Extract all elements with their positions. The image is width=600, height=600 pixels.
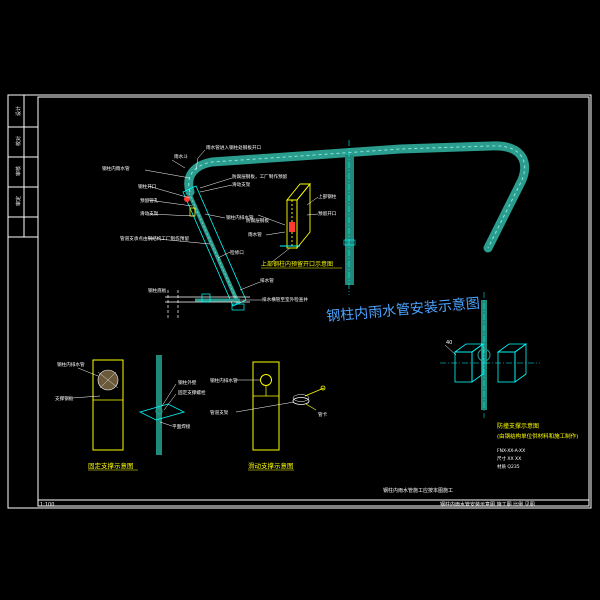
sliding-support-labels: 钢柱内排水管 管卡 管道支架	[210, 377, 328, 418]
roof-rainwater-pipe	[184, 141, 530, 253]
box-support-note-2: 尺寸 XX XX	[497, 455, 521, 462]
label-horizontal: 排水横管至室外检查井	[262, 296, 308, 303]
column-base-detail	[165, 290, 250, 320]
fixed-label-pipe: 钢柱内排水管	[57, 361, 85, 368]
sliding-support-detail	[252, 361, 326, 451]
fixed-support-title: 固定支撑示意图	[88, 461, 134, 470]
sliding-support-column-section	[252, 361, 280, 451]
title-block: 设计 校对 审核 审定 1:100 钢柱内雨水管安装示意图 施工图 比例 见图	[15, 106, 535, 508]
title-block-scale: 1:100	[40, 502, 54, 508]
sliding-support-leaders	[235, 379, 295, 413]
box-support-texts: 防撞支撑示意图 (由钢结构单位供材料和施工制作) FNX-XX-A-XX 尺寸 …	[497, 422, 578, 470]
inclined-steel-column	[182, 185, 247, 307]
fixed-support-detail	[92, 355, 186, 455]
leader-lines	[144, 149, 319, 301]
label-sliding-2: 滑动支架	[140, 210, 159, 217]
steel-column	[345, 155, 354, 285]
sliding-label-clamp: 管卡	[318, 411, 328, 418]
label-drain-pipe: 钢柱内排水管	[226, 214, 254, 221]
box-support-note-3: 材质 Q235	[497, 463, 520, 470]
fixed-support-leaders	[71, 367, 177, 427]
label-reserved-hole: 预留管孔	[140, 197, 159, 204]
label-baseplate: 钢柱底板	[148, 287, 167, 294]
box-support-subtitle: (由钢结构单位供材料和施工制作)	[497, 432, 578, 440]
main-title: 钢柱内雨水管安装示意图	[326, 295, 481, 325]
label-anticorrosion: 防腐层钢板，工厂制作预留	[232, 173, 288, 180]
bottom-note: 钢柱内雨水管施工应按本图施工	[383, 487, 453, 494]
fixed-label-bolt: 固定支撑螺栓	[178, 389, 206, 396]
box-support-detail: 40	[440, 292, 540, 418]
label-sliding-1: 滑动支架	[232, 181, 251, 188]
label-inspection: 检修口	[230, 249, 244, 256]
label-opening: 雨水管进入钢柱处钢板开口	[206, 144, 262, 151]
fixed-label-plate: 支撑钢板	[55, 395, 74, 402]
fixed-label-weld: 平面焊接	[172, 423, 191, 430]
drawing-frame	[7, 94, 592, 509]
top-opening-title: 上部钢柱内预留开口示意图	[261, 260, 333, 268]
label-upper-column: 上部钢柱	[318, 193, 337, 200]
sliding-label-pipe: 钢柱内排水管	[210, 377, 238, 384]
label-inner-pipe: 钢柱内雨水管	[102, 165, 130, 172]
box-support-note-1: FNX-XX-A-XX	[497, 448, 525, 454]
label-steel-plate: 防腐层钢板	[246, 217, 269, 224]
label-rain-pipe: 雨水管	[248, 231, 262, 238]
label-support-point: 管道支承点由钢结构工厂制作预留	[120, 235, 189, 242]
fixed-support-labels: 钢柱内排水管 支撑钢板 钢柱外壁 固定支撑螺栓 平面焊接	[55, 361, 206, 430]
title-block-cell: 审核	[15, 166, 22, 176]
title-block-cell: 审定	[15, 196, 22, 206]
box-support-title: 防撞支撑示意图	[497, 422, 539, 430]
fixed-support-plate	[138, 403, 186, 421]
column-base-mark	[343, 239, 356, 246]
top-opening-detail	[280, 182, 311, 250]
box-support-dim: 40	[446, 340, 452, 346]
fixed-support-column-section	[92, 359, 124, 451]
label-drain: 排水管	[260, 277, 274, 284]
title-block-cell: 校对	[15, 136, 22, 146]
sliding-support-clamp	[292, 397, 310, 405]
title-block-cell: 设计	[15, 106, 22, 116]
title-block-right-note: 钢柱内雨水管安装示意图 施工图 比例 见图	[440, 501, 535, 508]
label-rain-hopper: 雨水斗	[174, 153, 188, 160]
sliding-label-bracket: 管道支架	[210, 409, 229, 416]
label-column-opening: 钢柱开口	[138, 183, 157, 190]
sliding-support-pipe	[260, 374, 272, 386]
fixed-support-pipe-vertical	[156, 355, 162, 455]
main-annotations: 雨水管进入钢柱处钢板开口 雨水斗 钢柱内雨水管 防腐层钢板，工厂制作预留 滑动支…	[102, 144, 337, 303]
label-top-opening: 预留开口	[318, 210, 337, 217]
fixed-label-wall: 钢柱外壁	[178, 379, 197, 386]
sliding-support-title: 滑动支撑示意图	[248, 461, 294, 470]
